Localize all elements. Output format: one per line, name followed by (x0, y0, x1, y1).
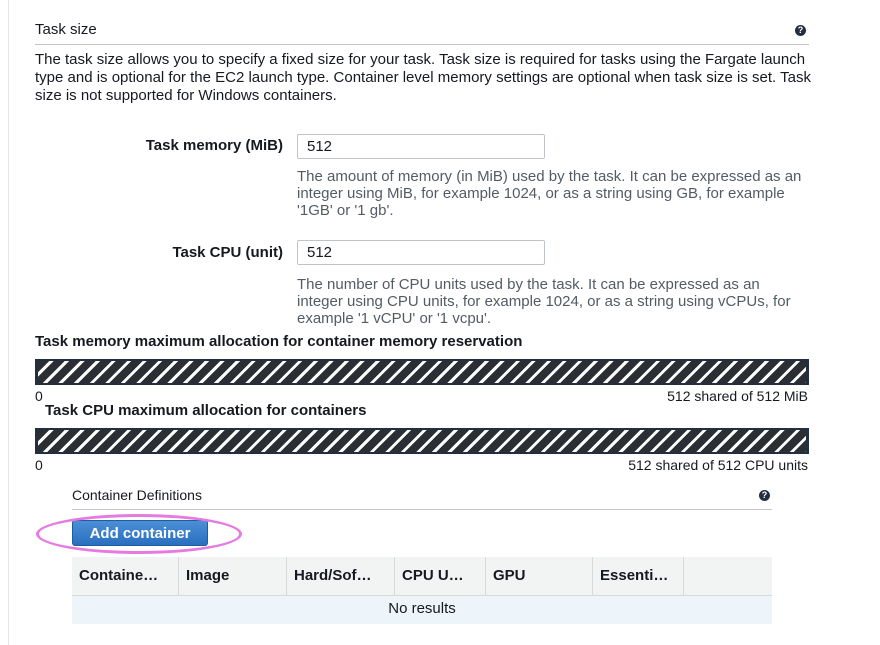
column-header-actions (684, 557, 772, 595)
memory-allocation-title: Task memory maximum allocation for conta… (35, 333, 523, 350)
column-header-hard-soft-limits[interactable]: Hard/Sof… (287, 557, 395, 595)
task-size-title: Task size (35, 21, 97, 38)
table-empty-row: No results (72, 596, 772, 624)
column-header-container-name[interactable]: Containe… (72, 557, 179, 595)
container-definitions-title: Container Definitions (72, 487, 202, 503)
column-header-gpu[interactable]: GPU (486, 557, 593, 595)
page-left-border (8, 0, 9, 645)
column-header-cpu-units[interactable]: CPU U… (395, 557, 486, 595)
task-memory-input[interactable] (297, 134, 545, 159)
memory-allocation-summary: 512 shared of 512 MiB (667, 388, 808, 404)
container-definitions-help-icon[interactable]: ? (759, 490, 770, 501)
memory-allocation-bar (35, 359, 809, 385)
cpu-allocation-summary: 512 shared of 512 CPU units (628, 457, 808, 473)
task-size-description: The task size allows you to specify a fi… (35, 51, 811, 104)
column-header-essential[interactable]: Essenti… (593, 557, 684, 595)
table-header-row: Containe… Image Hard/Sof… CPU U… GPU Ess… (72, 557, 772, 596)
task-cpu-label: Task CPU (unit) (172, 244, 283, 261)
task-size-divider (35, 44, 809, 45)
column-header-image[interactable]: Image (179, 557, 287, 595)
container-definitions-divider (72, 509, 772, 510)
memory-allocation-min: 0 (35, 388, 43, 404)
task-cpu-hint: The number of CPU units used by the task… (297, 276, 791, 327)
cpu-allocation-bar (35, 428, 809, 454)
container-definitions-table: Containe… Image Hard/Sof… CPU U… GPU Ess… (72, 557, 772, 624)
annotation-highlight-circle (36, 514, 242, 554)
cpu-allocation-min: 0 (35, 457, 43, 473)
task-memory-hint: The amount of memory (in MiB) used by th… (297, 168, 802, 219)
task-memory-label: Task memory (MiB) (145, 137, 283, 154)
cpu-allocation-title: Task CPU maximum allocation for containe… (45, 402, 367, 419)
task-size-help-icon[interactable]: ? (795, 25, 806, 36)
task-cpu-input[interactable] (297, 240, 545, 265)
